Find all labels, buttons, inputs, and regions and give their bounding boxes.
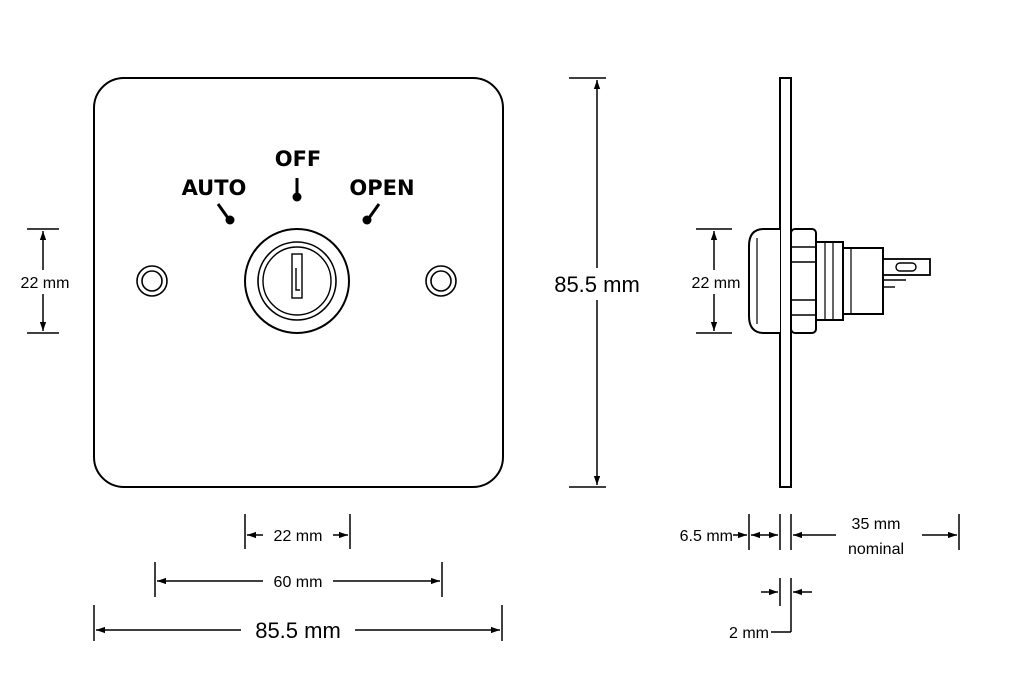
dimension-label: 22 mm <box>21 275 70 292</box>
dimension-label: 35 mm <box>852 516 901 533</box>
dimension-label: 22 mm <box>692 275 741 292</box>
dimension-side-body-height: 22 mm <box>682 228 748 334</box>
fixing-hole-right <box>425 265 457 297</box>
dimension-label: 6.5 mm <box>680 528 733 545</box>
face-plate <box>93 77 504 488</box>
switch-body <box>815 241 931 321</box>
dimension-overall-width: 85.5 mm <box>93 605 503 644</box>
key-cylinder <box>244 228 350 334</box>
fixing-hole-left <box>136 265 168 297</box>
dimension-label: 60 mm <box>274 574 323 591</box>
dimension-overall-height: 85.5 mm <box>540 77 652 488</box>
dimension-label: 22 mm <box>274 528 323 545</box>
dimension-hole-spacing: 60 mm <box>154 562 443 597</box>
label-open: OPEN <box>349 176 414 200</box>
front-view: OFF AUTO OPEN <box>93 77 504 488</box>
plate-side <box>779 77 792 488</box>
hex-nut <box>790 228 817 334</box>
position-indicator-open <box>362 203 381 225</box>
dimension-label: 2 mm <box>729 625 769 642</box>
side-view <box>748 77 931 488</box>
terminal-slot <box>895 262 917 272</box>
dimension-front-height-left: 22 mm <box>12 228 78 334</box>
dimension-front-projection: 6.5 mm <box>680 514 781 550</box>
dimension-note: nominal <box>848 541 904 558</box>
dimension-plate-thickness: 2 mm <box>729 578 812 642</box>
dimension-label: 85.5 mm <box>554 272 640 297</box>
label-off: OFF <box>275 147 322 171</box>
front-cap <box>748 228 780 334</box>
dimension-rear-depth: 35 mm nominal <box>790 513 960 558</box>
label-auto: AUTO <box>182 176 247 200</box>
dimension-key-width: 22 mm <box>244 514 351 549</box>
keyway-icon <box>291 253 303 299</box>
position-indicator-off <box>292 178 302 202</box>
dimension-label: 85.5 mm <box>255 618 341 643</box>
position-indicator-auto <box>216 203 235 225</box>
